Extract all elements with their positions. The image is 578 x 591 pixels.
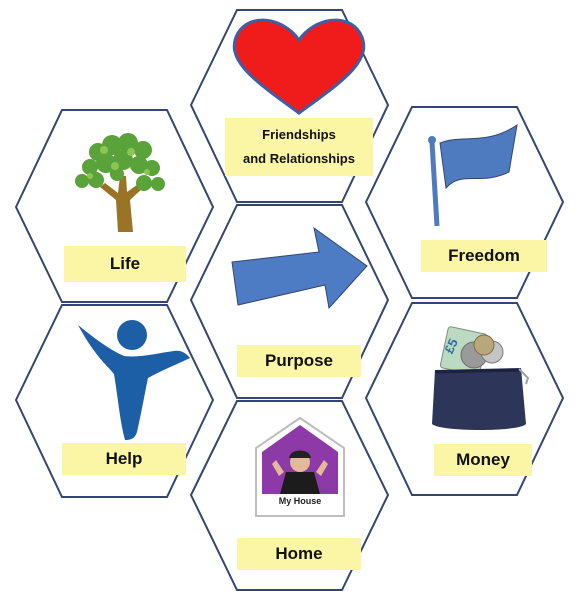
label-home: Home [237, 538, 361, 570]
heart-icon [232, 18, 366, 115]
label-life: Life [64, 246, 186, 282]
label-friendships: Friendships and Relationships [225, 118, 373, 176]
person-reaching-icon [78, 320, 190, 440]
label-friendships-line1: Friendships [262, 127, 336, 142]
tree-icon [75, 133, 165, 232]
label-money: Money [434, 444, 532, 476]
arrow-right-icon [231, 226, 368, 310]
house-with-photo-icon [255, 416, 345, 517]
label-friendships-line2: and Relationships [243, 151, 355, 166]
flag-icon [428, 123, 518, 227]
svg-text:£5: £5 [441, 336, 461, 355]
label-purpose: Purpose [237, 345, 361, 377]
purse-with-money-icon: £5 [432, 326, 530, 430]
label-help: Help [62, 443, 186, 475]
label-freedom: Freedom [421, 240, 547, 272]
house-caption: My House [278, 496, 322, 506]
